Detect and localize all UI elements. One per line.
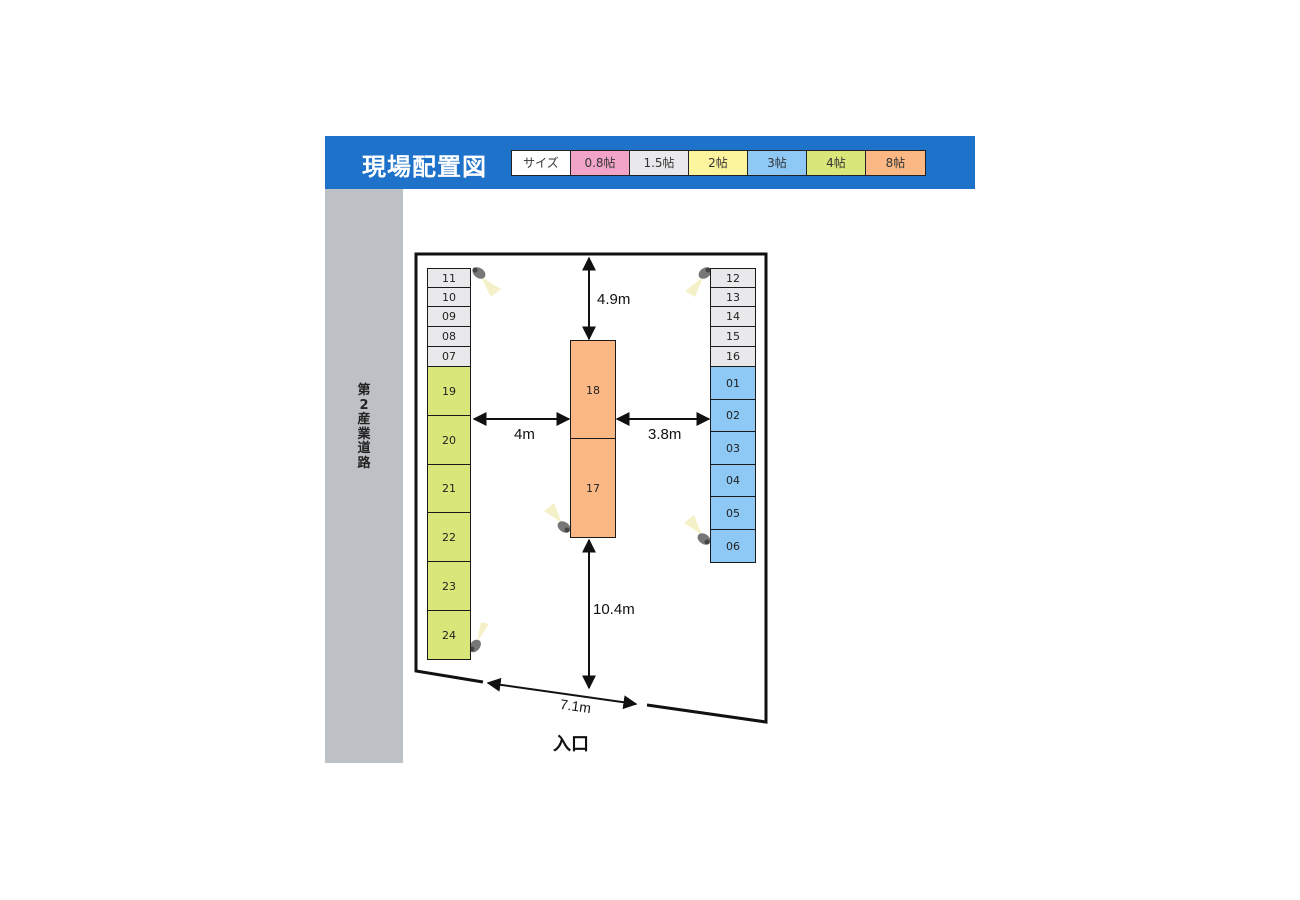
- unit-11: 11: [427, 268, 471, 288]
- site-boundary: [414, 252, 768, 724]
- light-icon: [684, 515, 711, 545]
- unit-06: 06: [710, 529, 756, 563]
- header-bar: 現場配置図 サイズ 0.8帖 1.5帖 2帖 3帖 4帖 8帖: [325, 136, 975, 189]
- light-icon: [685, 267, 712, 297]
- unit-19: 19: [427, 366, 471, 416]
- unit-08: 08: [427, 326, 471, 347]
- dim-right-label: 3.8m: [648, 426, 682, 443]
- unit-12: 12: [710, 268, 756, 288]
- unit-02: 02: [710, 399, 756, 432]
- page-title: 現場配置図: [362, 153, 487, 181]
- unit-23: 23: [427, 561, 471, 611]
- unit-10: 10: [427, 287, 471, 307]
- dim-top-label: 4.9m: [597, 291, 631, 308]
- legend-0-8: 0.8帖: [571, 151, 630, 175]
- unit-15: 15: [710, 326, 756, 347]
- unit-14: 14: [710, 306, 756, 327]
- legend-3: 3帖: [748, 151, 807, 175]
- light-icon: [469, 622, 489, 653]
- legend-2: 2帖: [689, 151, 748, 175]
- light-icon: [472, 267, 501, 297]
- unit-24: 24: [427, 610, 471, 660]
- unit-21: 21: [427, 464, 471, 513]
- unit-01: 01: [710, 366, 756, 400]
- unit-07: 07: [427, 346, 471, 367]
- unit-16: 16: [710, 346, 756, 367]
- unit-18: 18: [570, 340, 616, 440]
- unit-17: 17: [570, 438, 616, 538]
- dim-left-label: 4m: [514, 426, 535, 443]
- dim-bottom-label: 10.4m: [593, 601, 635, 618]
- unit-04: 04: [710, 464, 756, 497]
- unit-22: 22: [427, 512, 471, 562]
- unit-03: 03: [710, 431, 756, 465]
- legend-4: 4帖: [807, 151, 866, 175]
- unit-09: 09: [427, 306, 471, 327]
- size-legend: サイズ 0.8帖 1.5帖 2帖 3帖 4帖 8帖: [511, 150, 926, 176]
- light-icon: [544, 503, 571, 533]
- unit-20: 20: [427, 415, 471, 465]
- legend-8: 8帖: [866, 151, 925, 175]
- unit-13: 13: [710, 287, 756, 307]
- entrance-label: 入口: [553, 734, 589, 755]
- unit-05: 05: [710, 496, 756, 530]
- legend-size-label: サイズ: [512, 151, 571, 175]
- legend-1-5: 1.5帖: [630, 151, 689, 175]
- dim-width-arrow: [486, 677, 638, 710]
